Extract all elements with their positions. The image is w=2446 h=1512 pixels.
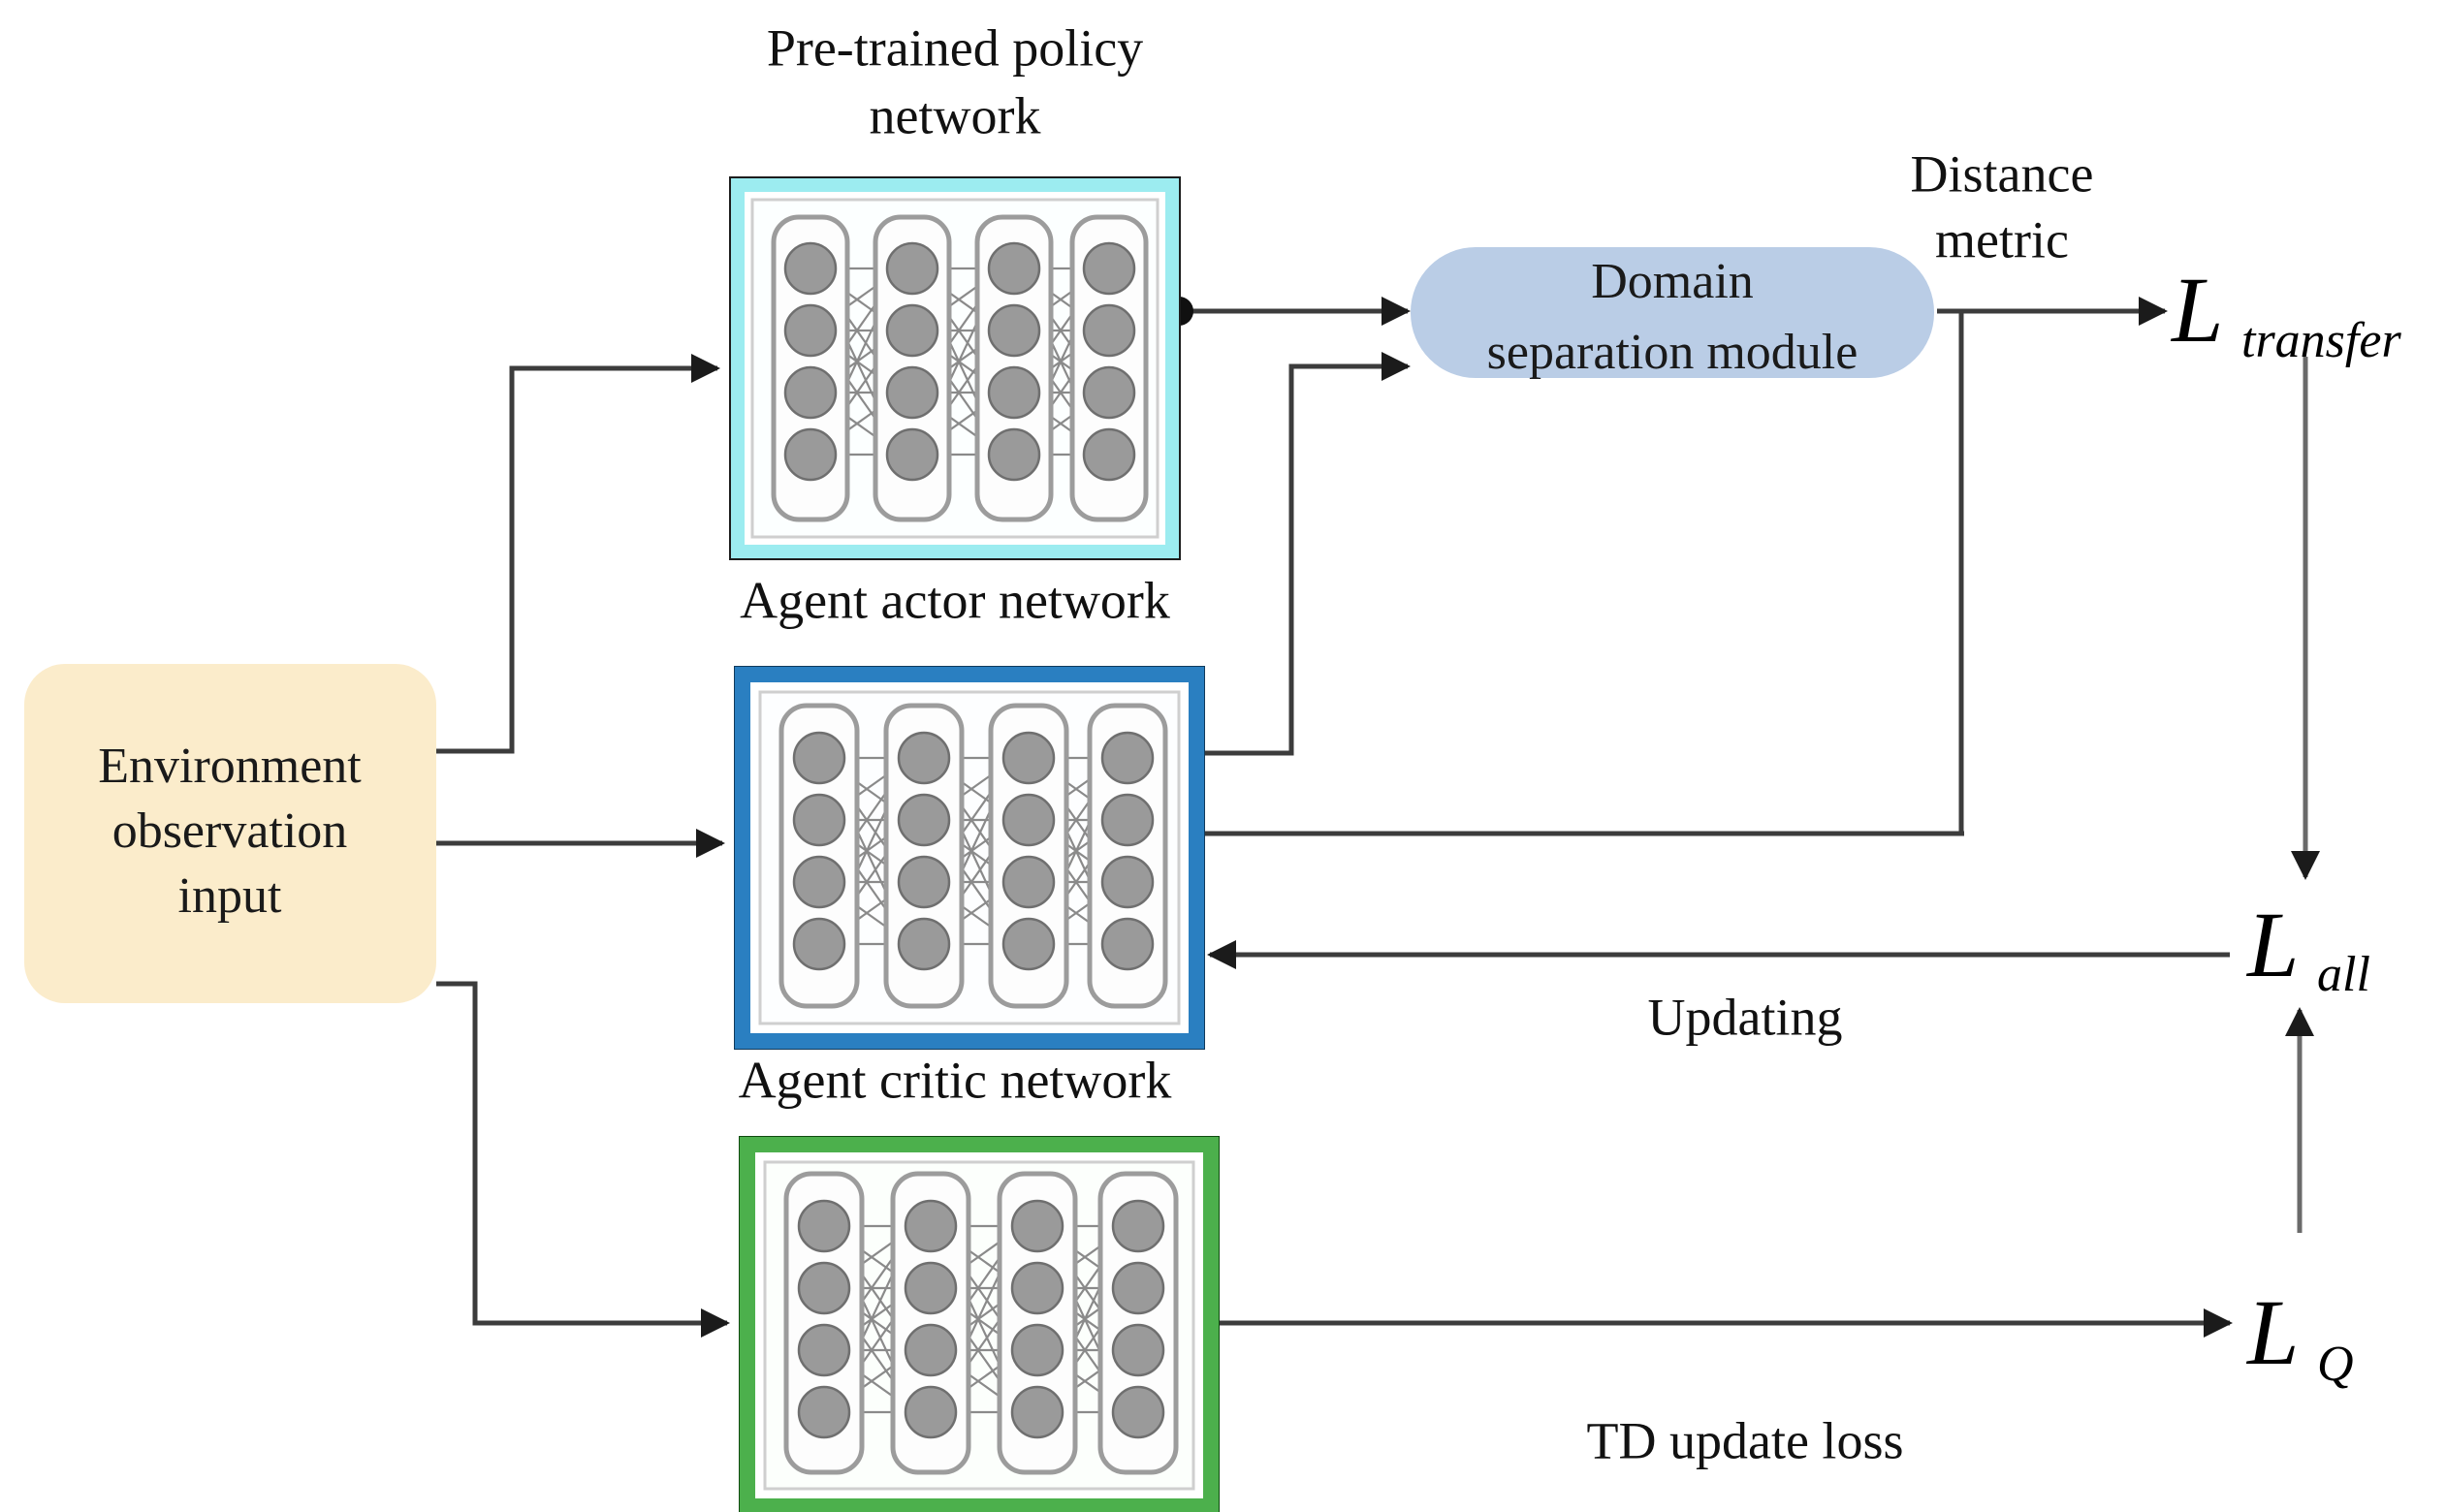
pretrained-network-glyph — [771, 214, 1149, 522]
distance-metric-line2: metric — [1935, 210, 2069, 268]
loss-all-symbol: L — [2245, 893, 2299, 996]
agent-critic-network-group: Agent critic network — [739, 1051, 1220, 1512]
loss-q: L Q — [2245, 1280, 2354, 1392]
pretrained-policy-network-group: Pre-trained policy network — [729, 18, 1181, 560]
updating-label: Updating — [1648, 988, 1843, 1046]
loss-transfer-symbol: L — [2170, 258, 2223, 362]
loss-transfer-subscript: transfer — [2241, 313, 2401, 368]
edge-actor-to-domain — [1205, 352, 1411, 756]
loss-transfer: L transfer — [2170, 258, 2401, 368]
pretrained-title-line1: Pre-trained policy — [767, 18, 1143, 77]
loss-all-subscript: all — [2317, 947, 2370, 1002]
loss-q-subscript: Q — [2317, 1337, 2354, 1392]
edge-env-to-pretrained — [436, 354, 720, 754]
annotations: Distance metric Updating TD update loss — [1587, 144, 2094, 1469]
pretrained-box-accent — [731, 178, 1179, 558]
connector-lines — [436, 297, 2320, 1338]
domain-separation-module: Domain separation module — [1411, 247, 1934, 380]
env-label-line2: observation — [112, 803, 348, 859]
distance-metric-line1: Distance — [1911, 144, 2094, 203]
agent-actor-network-group: Agent actor network — [734, 571, 1205, 1050]
critic-title: Agent critic network — [739, 1051, 1172, 1109]
loss-q-symbol: L — [2245, 1280, 2299, 1384]
env-box-shape — [24, 664, 436, 1003]
actor-box-accent — [735, 667, 1204, 1049]
domain-module-shape — [1411, 247, 1934, 378]
pretrained-title-line2: network — [870, 86, 1041, 144]
actor-network-glyph — [778, 703, 1168, 1009]
td-update-loss-label: TD update loss — [1587, 1411, 1904, 1469]
domain-module-label-line2: separation module — [1487, 325, 1858, 380]
loss-symbols: L transfer L all L Q — [2170, 258, 2401, 1392]
loss-all: L all — [2245, 893, 2370, 1002]
critic-box-accent — [740, 1137, 1219, 1512]
critic-network-glyph — [783, 1171, 1179, 1475]
environment-observation-input-box: Environment observation input — [24, 664, 436, 1003]
domain-module-label-line1: Domain — [1591, 254, 1754, 309]
actor-title: Agent actor network — [740, 571, 1170, 629]
edge-env-to-critic — [436, 981, 730, 1338]
env-label-line3: input — [178, 868, 282, 924]
env-label-line1: Environment — [98, 739, 362, 794]
